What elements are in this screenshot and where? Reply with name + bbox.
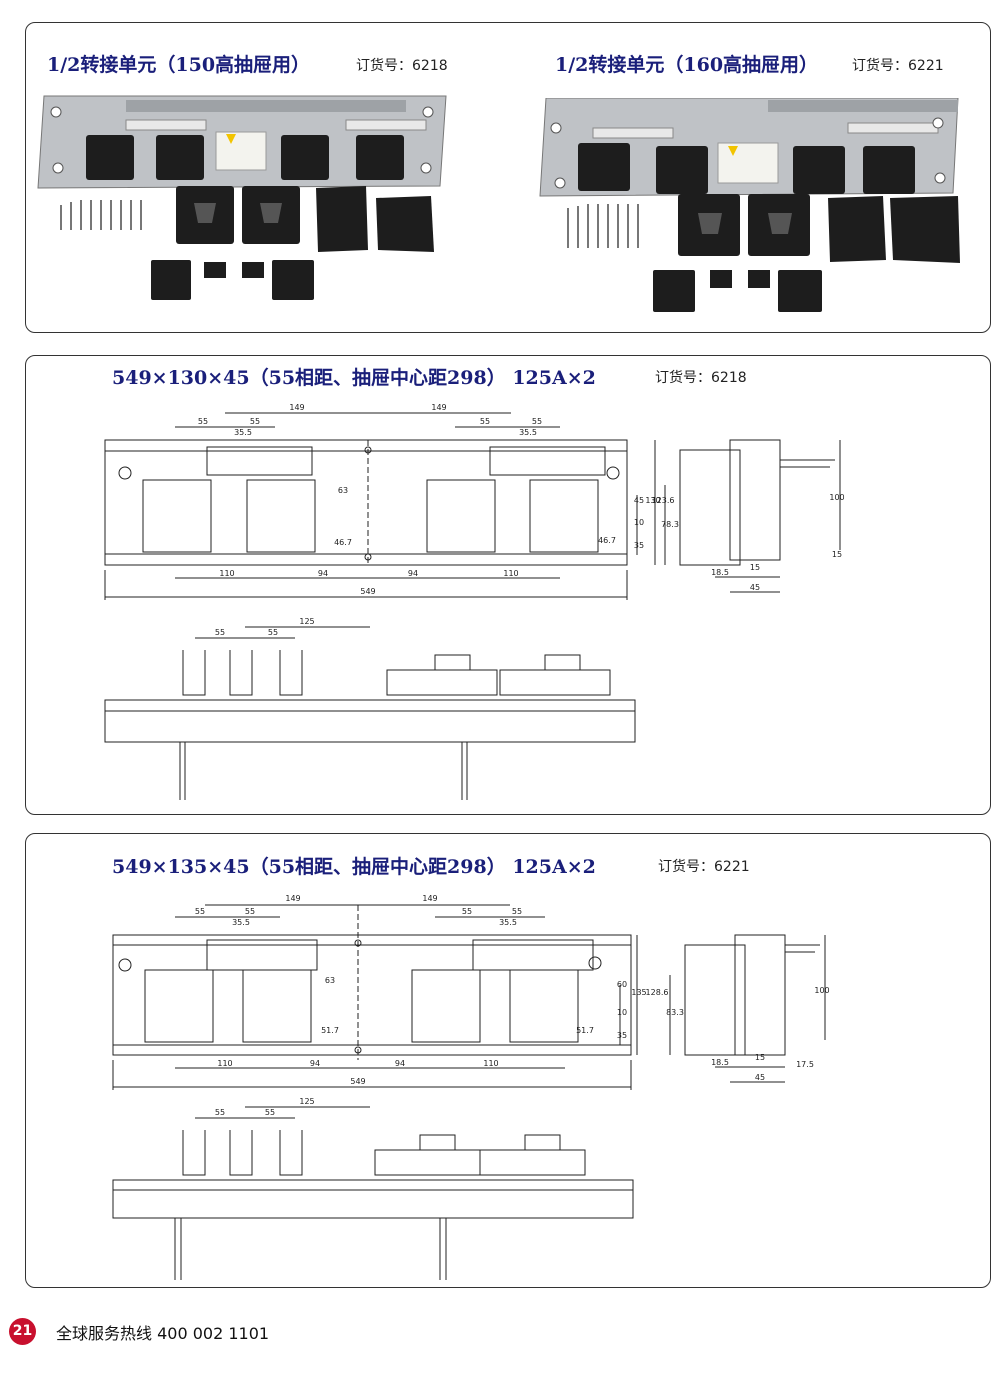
dim2-18-5: 18.5 — [711, 1058, 729, 1067]
dim-110-b: 110 — [503, 569, 518, 578]
lower-dim-125: 125 — [299, 617, 314, 626]
dim2-55-d: 55 — [512, 907, 522, 916]
right-order-number: 订货号：6221 — [852, 58, 944, 74]
left-product-title: 1/2转接单元（150高抽屉用） — [47, 54, 311, 76]
lower2-dim-55-b: 55 — [265, 1108, 275, 1117]
dim-35: 35 — [634, 541, 644, 550]
dim2-100: 100 — [814, 986, 829, 995]
dim2-55-c: 55 — [462, 907, 472, 916]
drawing2-order-number: 订货号：6221 — [658, 859, 750, 875]
dim-35-5-b: 35.5 — [519, 428, 537, 437]
lower-dim-55-a: 55 — [215, 628, 225, 637]
dim2-35-5-b: 35.5 — [499, 918, 517, 927]
dim-55-a: 55 — [198, 417, 208, 426]
dim-10: 10 — [634, 518, 644, 527]
dim2-60: 60 — [617, 980, 627, 989]
dim2-110-a: 110 — [217, 1059, 232, 1068]
lower2-dim-125: 125 — [299, 1097, 314, 1106]
dim2-35: 35 — [617, 1031, 627, 1040]
dim-100: 100 — [829, 493, 844, 502]
dim-63: 63 — [338, 486, 348, 495]
dim2-51-7-b: 51.7 — [576, 1026, 594, 1035]
dim-46-7-a: 46.7 — [334, 538, 352, 547]
page-number-badge: 21 — [9, 1318, 36, 1345]
dim-45: 45 — [634, 496, 644, 505]
dim2-149-b: 149 — [422, 894, 437, 903]
dim-110-a: 110 — [219, 569, 234, 578]
dim-78-3: 78.3 — [661, 520, 679, 529]
dim2-549: 549 — [350, 1077, 365, 1086]
dim2-94-b: 94 — [395, 1059, 405, 1068]
right-product-photo — [539, 98, 960, 312]
dim-55-d: 55 — [532, 417, 542, 426]
dim2-128-6: 128.6 — [646, 988, 669, 997]
dim2-45-profile: 45 — [755, 1073, 765, 1082]
drawing-panel-6218 — [25, 355, 991, 815]
dim2-149-a: 149 — [285, 894, 300, 903]
dim-149-b: 149 — [431, 403, 446, 412]
dim2-83-3: 83.3 — [666, 1008, 684, 1017]
dim-94-a: 94 — [318, 569, 328, 578]
dim-35-5-a: 35.5 — [234, 428, 252, 437]
dim-18-5: 18.5 — [711, 568, 729, 577]
drawing-panel-6221 — [25, 833, 991, 1288]
service-hotline: 全球服务热线 400 002 1101 — [56, 1324, 270, 1343]
dim-46-7-b: 46.7 — [598, 536, 616, 545]
dim2-110-b: 110 — [483, 1059, 498, 1068]
dim-130: 130 — [645, 496, 660, 505]
dim-45-profile: 45 — [750, 583, 760, 592]
dim2-135: 135 — [631, 988, 646, 997]
left-order-number: 订货号：6218 — [356, 58, 448, 74]
dim2-15: 15 — [755, 1053, 765, 1062]
dim2-17-5: 17.5 — [796, 1060, 814, 1069]
drawing1-title: 549×130×45（55相距、抽屉中心距298） 125A×2 — [112, 367, 596, 389]
dim2-35-5-a: 35.5 — [232, 918, 250, 927]
drawing1-order-number: 订货号：6218 — [655, 370, 747, 386]
lower2-dim-55-a: 55 — [215, 1108, 225, 1117]
dim-94-b: 94 — [408, 569, 418, 578]
drawing2-technical: 149 149 55 55 35.5 55 55 35.5 110 94 94 … — [112, 894, 830, 1280]
dim-15-a: 15 — [832, 550, 842, 559]
dim2-63: 63 — [325, 976, 335, 985]
dim-15-b: 15 — [750, 563, 760, 572]
lower-dim-55-b: 55 — [268, 628, 278, 637]
dim-55-b: 55 — [250, 417, 260, 426]
dim2-51-7-a: 51.7 — [321, 1026, 339, 1035]
dim-549: 549 — [360, 587, 375, 596]
dim-55-c: 55 — [480, 417, 490, 426]
dim2-55-b: 55 — [245, 907, 255, 916]
drawing2-title: 549×135×45（55相距、抽屉中心距298） 125A×2 — [112, 856, 596, 878]
right-product-title: 1/2转接单元（160高抽屉用） — [555, 54, 819, 76]
dim-149-a: 149 — [289, 403, 304, 412]
dim2-55-a: 55 — [195, 907, 205, 916]
dim2-10: 10 — [617, 1008, 627, 1017]
drawing1-technical: 149 149 55 55 35.5 55 55 35.5 110 94 94 … — [104, 403, 845, 800]
left-product-photo — [37, 95, 447, 300]
dim2-94-a: 94 — [310, 1059, 320, 1068]
dim-123-6: 123.6 — [652, 496, 675, 505]
